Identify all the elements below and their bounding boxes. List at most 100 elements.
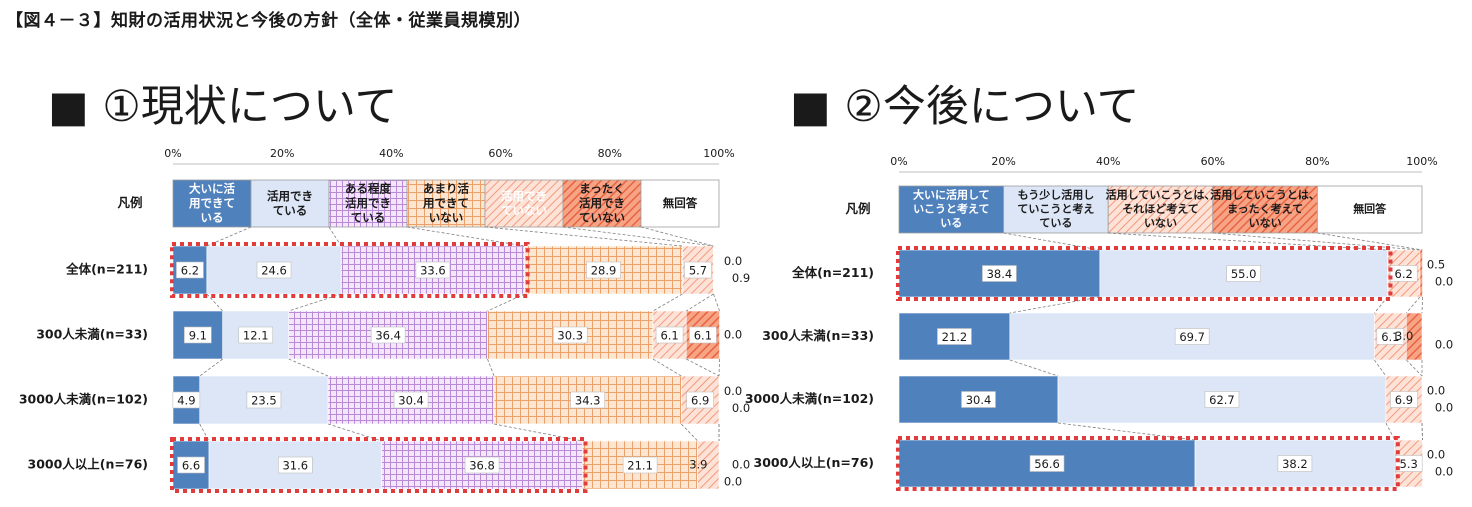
data-label-box bbox=[415, 261, 451, 279]
axis-tick-label: 20% bbox=[991, 155, 1015, 168]
data-label: 3.0 bbox=[1395, 329, 1413, 343]
data-label-box bbox=[552, 326, 588, 344]
connector-line bbox=[288, 358, 329, 377]
data-label: 0.0 bbox=[1435, 275, 1453, 289]
legend-swatch bbox=[328, 179, 408, 228]
data-label: 0.0 bbox=[732, 401, 750, 415]
data-label: 56.6 bbox=[1034, 457, 1060, 471]
data-label-box bbox=[1390, 391, 1418, 408]
legend-entry-label: 無回答 bbox=[663, 196, 698, 210]
connector-line bbox=[713, 293, 720, 312]
data-label: 6.1 bbox=[694, 329, 712, 343]
data-label: 0.0 bbox=[1427, 384, 1445, 398]
connector-line bbox=[652, 293, 683, 312]
data-label-box bbox=[184, 326, 212, 344]
axis-tick-label: 100% bbox=[1406, 155, 1437, 168]
data-label-box bbox=[246, 391, 282, 409]
connector-line bbox=[686, 358, 720, 377]
connector-line bbox=[1374, 359, 1387, 377]
right-chart: 0%20%40%60%80%100%凡例大いに活用していこうと考えているもう少し… bbox=[745, 155, 1453, 491]
legend-entry-label: 大いに活用していこうと考えている bbox=[913, 188, 990, 230]
legend-swatch bbox=[1003, 185, 1109, 234]
data-label: 0.0 bbox=[1435, 338, 1453, 352]
data-label-box bbox=[1029, 455, 1065, 472]
category-label: 3000人以上(n=76) bbox=[754, 455, 874, 470]
data-label-box bbox=[256, 261, 292, 279]
data-label-box bbox=[172, 391, 201, 409]
data-label-box bbox=[684, 261, 712, 279]
legend-swatch bbox=[250, 179, 330, 228]
data-label: 6.9 bbox=[1395, 393, 1413, 407]
data-label: 0.0 bbox=[1435, 401, 1453, 415]
data-label: 0.5 bbox=[1427, 258, 1445, 272]
data-label-box bbox=[1204, 391, 1240, 408]
axis-tick-label: 20% bbox=[270, 147, 294, 160]
data-label-box bbox=[937, 328, 972, 345]
legend-swatch bbox=[898, 185, 1004, 234]
data-label-box bbox=[689, 326, 717, 344]
data-label: 9.1 bbox=[189, 329, 207, 343]
legend-entry-label: 活用できている bbox=[267, 189, 313, 218]
data-label: 0.0 bbox=[1427, 448, 1445, 462]
data-label-box bbox=[1389, 265, 1418, 282]
legend-entry-label: 活用していこうとは、まったく考えていない bbox=[1210, 188, 1320, 230]
data-label: 30.4 bbox=[966, 393, 992, 407]
connector-line bbox=[1421, 296, 1423, 314]
category-label: 3000人未満(n=102) bbox=[745, 391, 874, 406]
data-label-box bbox=[176, 261, 204, 279]
data-label: 0.9 bbox=[732, 271, 750, 285]
data-label: 0.0 bbox=[724, 384, 742, 398]
data-label: 69.7 bbox=[1179, 330, 1205, 344]
legend-entry-label: 活用していこうとは、それほど考えていない bbox=[1106, 188, 1216, 230]
connector-line bbox=[406, 226, 525, 247]
axis-tick-label: 80% bbox=[598, 147, 622, 160]
connector-line bbox=[562, 226, 714, 247]
data-label-box bbox=[278, 456, 313, 474]
legend-swatch bbox=[1212, 185, 1318, 234]
left-chart: 0%20%40%60%80%100%凡例大いに活用できている活用できているある程… bbox=[19, 147, 750, 493]
data-label-box bbox=[655, 326, 684, 344]
data-label: 30.3 bbox=[557, 329, 583, 343]
connector-line bbox=[206, 293, 223, 312]
connector-line bbox=[652, 358, 682, 377]
data-label-box bbox=[1376, 328, 1405, 345]
category-label: 全体(n=211) bbox=[65, 262, 148, 277]
connector-line bbox=[1317, 232, 1423, 251]
data-label: 38.2 bbox=[1282, 457, 1308, 471]
legend-entry-label: 無回答 bbox=[1353, 202, 1387, 216]
data-label: 6.6 bbox=[182, 459, 200, 473]
axis-tick-label: 80% bbox=[1305, 155, 1329, 168]
data-label: 28.9 bbox=[591, 264, 617, 278]
data-label: 6.1 bbox=[1381, 330, 1399, 344]
data-label: 0.0 bbox=[724, 254, 742, 268]
axis-tick-label: 60% bbox=[488, 147, 512, 160]
axis-tick-label: 0% bbox=[164, 147, 181, 160]
data-label: 31.6 bbox=[282, 459, 308, 473]
legend-swatch bbox=[640, 179, 720, 228]
connector-line bbox=[1374, 296, 1388, 314]
connector-line bbox=[640, 226, 714, 247]
connector-line bbox=[484, 226, 683, 247]
connector-line bbox=[718, 358, 720, 377]
category-label: 3000人未満(n=102) bbox=[19, 392, 148, 407]
data-label-box bbox=[464, 456, 500, 474]
data-label-box bbox=[961, 391, 996, 408]
connector-line bbox=[1108, 232, 1388, 251]
connector-line bbox=[328, 226, 342, 247]
connector-line bbox=[288, 293, 342, 312]
legend-entry-label: まったく活用できていない bbox=[579, 182, 625, 225]
data-label-box bbox=[1226, 265, 1261, 282]
connector-line bbox=[1421, 422, 1423, 441]
connector-line bbox=[681, 423, 698, 442]
axis-tick-label: 100% bbox=[703, 147, 734, 160]
legend-swatch bbox=[172, 179, 252, 228]
axis-tick-label: 40% bbox=[379, 147, 403, 160]
data-label: 62.7 bbox=[1209, 393, 1235, 407]
connector-line bbox=[1009, 359, 1059, 377]
category-label: 全体(n=211) bbox=[791, 265, 874, 280]
data-label: 5.7 bbox=[689, 264, 707, 278]
bar-segment bbox=[1406, 312, 1423, 361]
data-label-box bbox=[982, 265, 1017, 282]
data-label: 6.1 bbox=[660, 329, 678, 343]
